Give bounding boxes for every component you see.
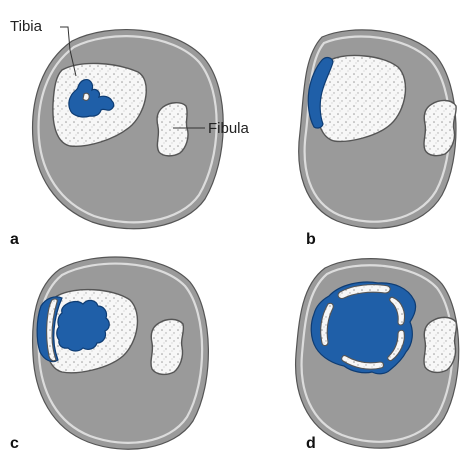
lesion-notch-a <box>83 93 89 100</box>
panel-c: c <box>10 257 208 452</box>
panel-letter-a: a <box>10 231 19 248</box>
fibula-bone-b <box>424 100 456 155</box>
panel-b: b <box>299 30 456 248</box>
panel-letter-b: b <box>306 231 316 248</box>
fibula-label: Fibula <box>208 120 250 137</box>
fibula-bone-a <box>157 103 188 156</box>
panel-a: Tibia Fibula a <box>10 18 250 248</box>
panel-d: d <box>296 259 459 452</box>
fibula-bone-d <box>424 317 456 372</box>
fibula-bone-c <box>151 319 183 374</box>
panel-letter-c: c <box>10 435 19 452</box>
panel-letter-d: d <box>306 435 316 452</box>
tibia-label: Tibia <box>10 18 43 35</box>
